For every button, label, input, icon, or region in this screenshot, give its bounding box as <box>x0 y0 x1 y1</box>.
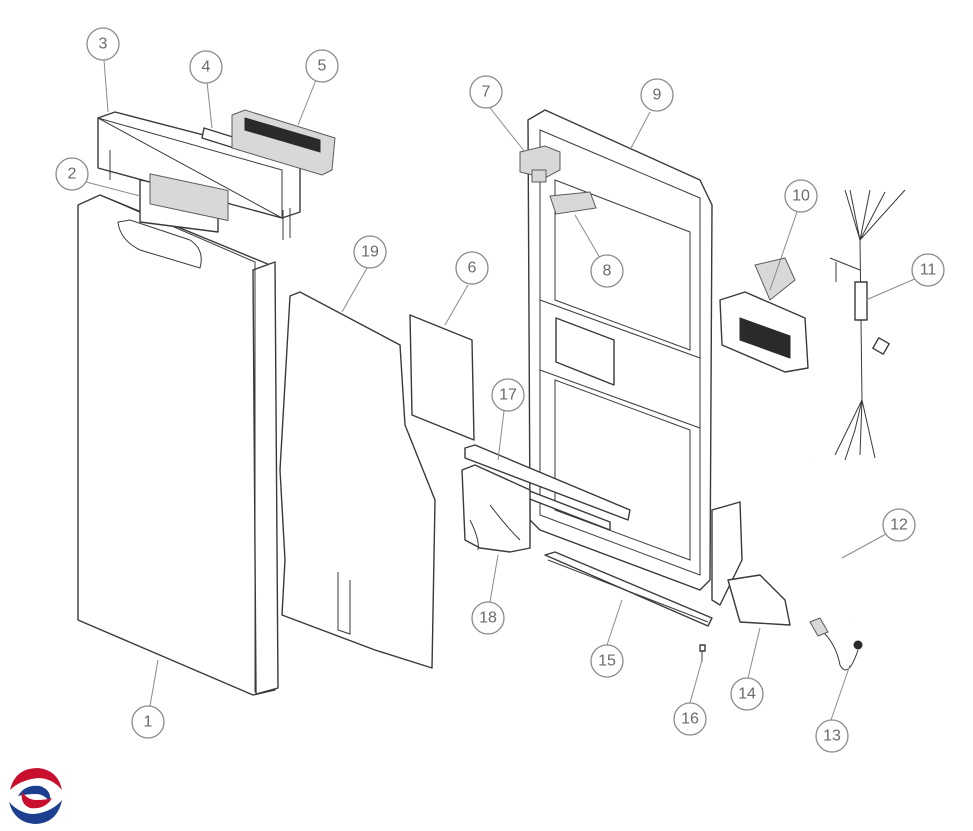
screw <box>699 644 706 662</box>
bottom-door-trim <box>544 551 713 627</box>
door-insulation <box>279 291 436 669</box>
callout-12: 12 <box>882 508 916 542</box>
right-hinge <box>711 501 791 626</box>
callout-8: 8 <box>590 254 624 288</box>
callout-9: 9 <box>640 78 674 112</box>
door-spring-rod <box>808 459 857 621</box>
svg-text:11: 11 <box>920 262 937 279</box>
detergent-dispenser <box>519 145 561 183</box>
svg-text:12: 12 <box>890 517 908 534</box>
callout-7: 7 <box>469 75 503 109</box>
svg-text:14: 14 <box>738 686 756 703</box>
control-panel-console <box>97 111 301 240</box>
callout-6: 6 <box>455 251 489 285</box>
callout-2: 2 <box>55 157 89 191</box>
svg-text:5: 5 <box>318 58 327 75</box>
svg-text:1: 1 <box>144 714 153 731</box>
rinse-aid-cap <box>549 191 597 215</box>
svg-text:9: 9 <box>653 87 662 104</box>
svg-text:19: 19 <box>361 244 379 261</box>
svg-text:10: 10 <box>792 188 810 205</box>
svg-text:6: 6 <box>468 260 477 277</box>
svg-text:4: 4 <box>202 59 211 76</box>
svg-text:18: 18 <box>479 610 497 627</box>
door-latch <box>719 257 809 373</box>
control-board <box>231 109 336 176</box>
callout-3: 3 <box>86 27 120 61</box>
svg-text:8: 8 <box>603 263 612 280</box>
left-hinge <box>461 464 531 553</box>
svg-text:13: 13 <box>823 728 841 745</box>
callout-11: 11 <box>911 253 945 287</box>
svg-text:17: 17 <box>499 387 517 404</box>
callout-14: 14 <box>730 677 764 711</box>
callout-5: 5 <box>305 49 339 83</box>
callout-19: 19 <box>353 235 387 269</box>
outer-door-panel <box>77 194 279 696</box>
insulation-pad <box>409 314 475 441</box>
leader-lines <box>85 59 918 721</box>
callout-10: 10 <box>784 179 818 213</box>
swirl-logo-icon <box>7 768 63 824</box>
inner-door <box>527 109 713 591</box>
callout-18: 18 <box>471 601 505 635</box>
svg-text:3: 3 <box>99 36 108 53</box>
svg-text:2: 2 <box>68 166 77 183</box>
callout-17: 17 <box>491 378 525 412</box>
callout-13: 13 <box>815 719 849 753</box>
callout-4: 4 <box>189 50 223 84</box>
callout-15: 15 <box>590 644 624 678</box>
svg-text:15: 15 <box>598 653 616 670</box>
callout-16: 16 <box>673 702 707 736</box>
sensor-cable <box>809 617 863 671</box>
svg-text:7: 7 <box>482 84 491 101</box>
callout-1: 1 <box>131 705 165 739</box>
wire-harness <box>829 189 906 461</box>
svg-text:16: 16 <box>681 711 699 728</box>
